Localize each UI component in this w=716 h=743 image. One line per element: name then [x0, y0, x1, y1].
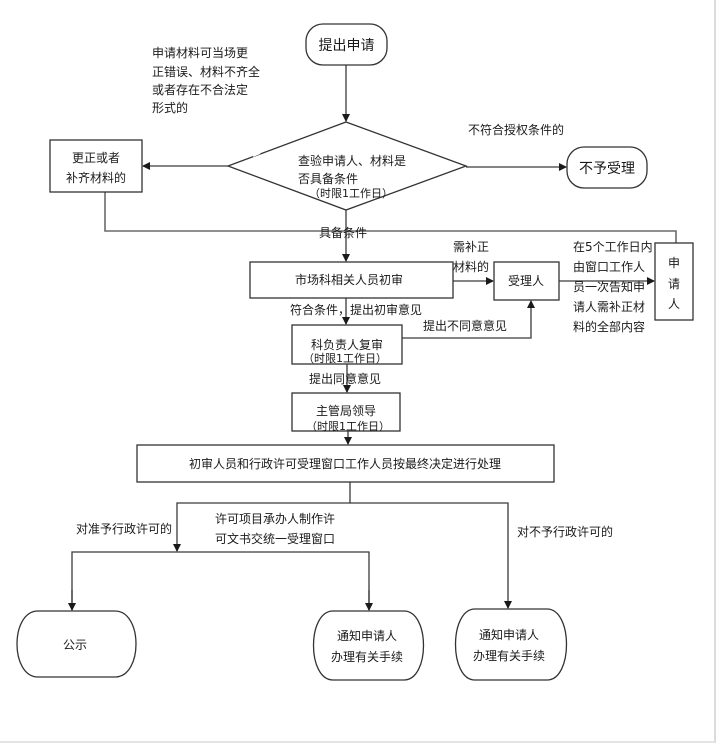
label-onsite-correction-line-3: 或者存在不合法定 [152, 82, 248, 97]
node-initial-review-label: 市场科相关人员初审 [295, 272, 403, 287]
label-onsite-correction: 申请材料可当场更 正错误、材料不齐全 或者存在不合法定 形式的 [152, 46, 260, 115]
label-make-document-line-1: 许可项目承办人制作许 [215, 511, 335, 526]
label-approve: 对准予行政许可的 [76, 521, 172, 536]
node-check-decision: 查验申请人、材料是 否具备条件 （时限1工作日） [226, 121, 468, 211]
node-section-review: 科负责人复审 （时限1工作日） [291, 324, 403, 365]
node-applicant: 申 请 人 [654, 242, 694, 321]
label-notify-within-5-days: 在5个工作日内 由窗口工作人 员一次告知申 请人需补正材 料的全部内容 [573, 240, 653, 334]
node-reject-label: 不予受理 [579, 161, 635, 177]
node-check-line-2: 否具备条件 [298, 172, 358, 186]
node-applicant-char-1: 申 [668, 256, 680, 270]
connector-disagree-to-acceptor [402, 300, 535, 339]
node-leader: 主管局领导 （时限1工作日） [291, 392, 401, 433]
node-notify-approved: 通知申请人 办理有关手续 [313, 610, 424, 681]
label-agree: 提出同意意见 [309, 371, 381, 386]
node-notify-rejected-line-2: 办理有关手续 [473, 648, 545, 663]
node-acceptor: 受理人 [493, 261, 560, 301]
node-publicize: 公示 [16, 610, 137, 678]
label-needs-supplement-line-1: 需补正 [453, 240, 489, 254]
label-disagree: 提出不同意意见 [423, 318, 507, 333]
node-publicize-label: 公示 [63, 638, 87, 652]
label-notify-line-1: 在5个工作日内 [573, 240, 653, 254]
label-not-approve: 对不予行政许可的 [517, 524, 613, 539]
label-needs-supplement-line-2: 材料的 [453, 259, 489, 274]
label-meets-conditions: 符合条件，提出初审意见 [290, 302, 422, 317]
label-notify-line-3: 员一次告知申 [573, 280, 645, 294]
label-qualified: 具备条件 [319, 226, 367, 240]
node-submit: 提出申请 [305, 23, 388, 66]
node-acceptor-label: 受理人 [508, 274, 544, 288]
node-check-line-3: （时限1工作日） [309, 187, 393, 200]
node-notify-rejected: 通知申请人 办理有关手续 [454, 608, 568, 681]
node-reject: 不予受理 [566, 146, 648, 189]
connector-final-to-not-approve [350, 502, 512, 609]
node-notify-approved-line-2: 办理有关手续 [331, 649, 403, 664]
label-onsite-correction-line-2: 正错误、材料不齐全 [152, 64, 260, 79]
node-notify-rejected-line-1: 通知申请人 [479, 628, 539, 642]
connector-final-to-approve [173, 482, 351, 552]
node-section-review-line-1: 科负责人复审 [311, 337, 383, 352]
node-leader-line-1: 主管局领导 [316, 403, 376, 418]
node-check-line-1: 查验申请人、材料是 [298, 153, 406, 168]
label-onsite-correction-line-4: 形式的 [152, 100, 188, 115]
label-notify-line-2: 由窗口工作人 [573, 260, 645, 274]
node-correct-line-2: 补齐材料的 [66, 170, 126, 185]
node-applicant-char-3: 人 [668, 297, 680, 311]
label-onsite-correction-line-1: 申请材料可当场更 [152, 46, 248, 60]
label-not-qualified: 不符合授权条件的 [468, 122, 564, 137]
label-needs-supplement: 需补正 材料的 [453, 240, 489, 274]
node-notify-approved-line-1: 通知申请人 [337, 629, 397, 643]
node-section-review-line-2: （时限1工作日） [303, 352, 387, 365]
node-correct-line-1: 更正或者 [72, 151, 120, 165]
node-final-processing: 初审人员和行政许可受理窗口工作人员按最终决定进行处理 [136, 444, 555, 483]
connector-resubmit-loop [104, 192, 677, 243]
node-final-processing-label: 初审人员和行政许可受理窗口工作人员按最终决定进行处理 [189, 456, 501, 471]
label-make-document-line-2: 可文书交统一受理窗口 [215, 531, 335, 546]
node-correct: 更正或者 补齐材料的 [49, 139, 143, 193]
connector-approve-split [71, 551, 370, 610]
label-notify-line-5: 料的全部内容 [573, 319, 645, 334]
node-submit-label: 提出申请 [319, 38, 375, 54]
label-make-document: 许可项目承办人制作许 可文书交统一受理窗口 [215, 511, 335, 546]
node-leader-line-2: （时限1工作日） [306, 420, 390, 433]
label-notify-line-4: 请人需补正材 [573, 300, 645, 314]
node-applicant-char-2: 请 [668, 277, 680, 291]
node-initial-review: 市场科相关人员初审 [249, 261, 454, 299]
